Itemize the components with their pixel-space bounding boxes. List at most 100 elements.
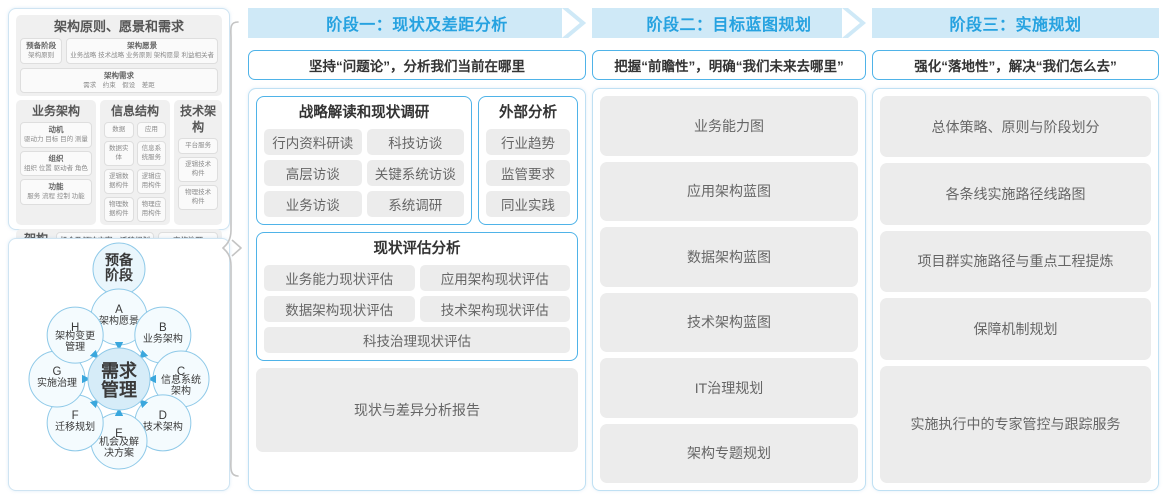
framework-column-title: 技术架构 xyxy=(180,104,217,134)
framework-title: 架构原则、愿景和需求 xyxy=(53,19,184,34)
chip-item[interactable]: 高层访谈 xyxy=(264,160,362,186)
framework-vision-box: 架构愿景 业务战略 技术战略 业务原则 架构愿景 利益相关者 xyxy=(66,38,218,64)
chip-item[interactable]: 技术架构现状评估 xyxy=(419,296,570,322)
adm-center-node xyxy=(87,347,151,411)
deliverable-item[interactable]: 各条线实施路径线路图 xyxy=(880,163,1151,225)
phase-3-subtitle: 强化“落地性”，解决“我们怎么去” xyxy=(872,50,1159,80)
svg-text:架构: 架构 xyxy=(171,384,191,397)
framework-leaf-box: 数据实体 xyxy=(103,140,134,166)
svg-text:G: G xyxy=(53,366,62,378)
chip-item[interactable]: 监管要求 xyxy=(486,160,570,186)
framework-prep-body: 架构原则 xyxy=(28,52,55,59)
chip-item[interactable]: 关键系统访谈 xyxy=(366,160,464,186)
deliverable-item[interactable]: 项目群实施路径与重点工程提炼 xyxy=(880,230,1151,293)
framework-domain-columns: 业务架构动机驱动力 目标 目的 测量组织组织 位置 驱动者 角色功能服务 流程 … xyxy=(16,100,222,225)
framework-box-stack: 数据数据实体逻辑数据构件物理数据构件 xyxy=(103,122,134,222)
framework-box-stack: 动机驱动力 目标 目的 测量组织组织 位置 驱动者 角色功能服务 流程 控制 功… xyxy=(20,122,92,205)
framework-leaf-box: 动机驱动力 目标 目的 测量 xyxy=(20,122,92,148)
svg-text:迁移规划: 迁移规划 xyxy=(55,420,95,433)
phase-1-banner: 阶段一：现状及差距分析 xyxy=(248,8,586,38)
phase-2-chevron-icon xyxy=(842,8,872,38)
phase1-output-report: 现状与差异分析报告 xyxy=(256,368,578,452)
brace-connector-icon xyxy=(222,21,242,477)
chip-item[interactable]: 业务访谈 xyxy=(264,191,362,217)
framework-box-stack: 平台服务逻辑技术构件物理技术构件 xyxy=(178,138,218,210)
svg-text:B: B xyxy=(159,322,167,334)
framework-leaf-box: 物理数据构件 xyxy=(103,196,134,222)
svg-text:技术架构: 技术架构 xyxy=(143,420,183,433)
framework-leaf-box: 信息系统服务 xyxy=(136,140,167,166)
framework-leaf-box: 平台服务 xyxy=(178,138,218,154)
phase1-group-strategy-research: 战略解读和现状调研 行内资料研读科技访谈高层访谈关键系统访谈业务访谈系统调研 xyxy=(256,96,472,225)
svg-text:E: E xyxy=(115,428,123,440)
framework-column-groups: 数据数据实体逻辑数据构件物理数据构件应用信息系统服务逻辑应用构件物理应用构件 xyxy=(103,122,167,222)
framework-leaf-box: 组织组织 位置 驱动者 角色 xyxy=(20,150,92,176)
framework-column-3: 技术架构平台服务逻辑技术构件物理技术构件 xyxy=(174,100,222,225)
framework-box-stack: 应用信息系统服务逻辑应用构件物理应用构件 xyxy=(136,122,167,222)
framework-requirements-body: 需求 约束 假设 差距 xyxy=(83,81,155,89)
deliverable-item[interactable]: 技术架构蓝图 xyxy=(600,292,858,352)
chip-item[interactable]: 科技治理现状评估 xyxy=(264,327,570,353)
framework-column-2: 信息结构数据数据实体逻辑数据构件物理数据构件应用信息系统服务逻辑应用构件物理应用… xyxy=(99,100,171,225)
framework-prep-box: 预备阶段 架构原则 xyxy=(20,38,63,64)
chip-item[interactable]: 科技访谈 xyxy=(366,129,464,155)
framework-column-title: 业务架构 xyxy=(31,104,80,118)
deliverable-item[interactable]: 架构专题规划 xyxy=(600,423,858,483)
framework-leaf-box: 物理应用构件 xyxy=(136,196,167,222)
deliverable-item[interactable]: 总体策略、原则与阶段划分 xyxy=(880,96,1151,158)
svg-text:H: H xyxy=(71,322,79,334)
framework-column-1: 业务架构动机驱动力 目标 目的 测量组织组织 位置 驱动者 角色功能服务 流程 … xyxy=(16,100,96,225)
framework-leaf-box: 逻辑技术构件 xyxy=(178,156,218,182)
phase1-group-external-analysis: 外部分析 行业趋势监管要求同业实践 xyxy=(478,96,578,225)
framework-prep-header: 预备阶段 xyxy=(26,41,57,50)
chip-item[interactable]: 同业实践 xyxy=(486,191,570,217)
chip-item[interactable]: 数据架构现状评估 xyxy=(264,296,415,322)
chip-item[interactable]: 系统调研 xyxy=(366,191,464,217)
chip-item[interactable]: 行业趋势 xyxy=(486,129,570,155)
left-reference-column: 架构原则、愿景和需求 预备阶段 架构原则 架构愿景 业务战略 技术战略 业务原则… xyxy=(8,8,230,491)
deliverable-item[interactable]: IT治理规划 xyxy=(600,358,858,418)
deliverable-item[interactable]: 应用架构蓝图 xyxy=(600,161,858,221)
svg-text:C: C xyxy=(177,366,185,378)
framework-leaf-box: 数据 xyxy=(103,122,134,138)
svg-text:信息系统: 信息系统 xyxy=(161,373,201,386)
togaf-content-framework-panel: 架构原则、愿景和需求 预备阶段 架构原则 架构愿景 业务战略 技术战略 业务原则… xyxy=(8,8,230,263)
framework-leaf-box: 应用 xyxy=(136,122,167,138)
phase-3-body: 总体策略、原则与阶段划分各条线实施路径线路图项目群实施路径与重点工程提炼保障机制… xyxy=(872,88,1159,491)
phase-1-body: 战略解读和现状调研 行内资料研读科技访谈高层访谈关键系统访谈业务访谈系统调研 外… xyxy=(248,88,586,491)
framework-leaf-box: 功能服务 流程 控制 功能 xyxy=(20,179,92,205)
svg-text:业务架构: 业务架构 xyxy=(143,332,183,345)
chip-item[interactable]: 行内资料研读 xyxy=(264,129,362,155)
svg-text:阶段: 阶段 xyxy=(105,267,133,283)
deliverable-item[interactable]: 实施执行中的专家管控与跟踪服务 xyxy=(880,365,1151,484)
svg-text:实施治理: 实施治理 xyxy=(37,376,77,389)
chip-item[interactable]: 业务能力现状评估 xyxy=(264,265,415,291)
framework-column-title: 信息结构 xyxy=(111,104,160,118)
deliverable-item[interactable]: 保障机制规划 xyxy=(880,298,1151,360)
framework-leaf-box: 逻辑数据构件 xyxy=(103,168,134,194)
framework-leaf-box: 逻辑应用构件 xyxy=(136,168,167,194)
svg-text:管理: 管理 xyxy=(65,340,85,353)
phase1-group-strategy-title: 战略解读和现状调研 xyxy=(298,105,430,121)
phase1-group-current-assessment: 现状评估分析 业务能力现状评估应用架构现状评估数据架构现状评估技术架构现状评估科… xyxy=(256,232,578,361)
framework-prep-vision-row: 预备阶段 架构原则 架构愿景 业务战略 技术战略 业务原则 架构愿景 利益相关者 xyxy=(20,38,218,64)
adm-cycle-diagram: 预备阶段A架构愿景B业务架构C信息系统架构D技术架构E机会及解决方案F迁移规划G… xyxy=(28,242,210,470)
svg-text:架构变更: 架构变更 xyxy=(55,329,95,342)
svg-text:预备: 预备 xyxy=(105,252,134,268)
framework-requirements-header: 架构需求 xyxy=(104,70,134,80)
deliverable-item[interactable]: 业务能力图 xyxy=(600,96,858,156)
deliverable-item[interactable]: 数据架构蓝图 xyxy=(600,227,858,287)
phase-2-subtitle: 把握“前瞻性”，明确“我们未来去哪里” xyxy=(592,50,866,80)
framework-column-groups: 动机驱动力 目标 目的 测量组织组织 位置 驱动者 角色功能服务 流程 控制 功… xyxy=(20,122,92,205)
svg-text:决方案: 决方案 xyxy=(104,446,134,459)
svg-text:A: A xyxy=(115,304,123,316)
framework-vision-header: 架构愿景 xyxy=(127,41,158,50)
phase-1-chevron-icon xyxy=(562,8,592,38)
svg-text:需求: 需求 xyxy=(101,360,138,381)
phase-2-banner: 阶段二：目标蓝图规划 xyxy=(592,8,866,38)
framework-top-section: 架构原则、愿景和需求 预备阶段 架构原则 架构愿景 业务战略 技术战略 业务原则… xyxy=(16,15,222,96)
phase1-group-external-title: 外部分析 xyxy=(499,105,557,121)
chip-item[interactable]: 应用架构现状评估 xyxy=(419,265,570,291)
